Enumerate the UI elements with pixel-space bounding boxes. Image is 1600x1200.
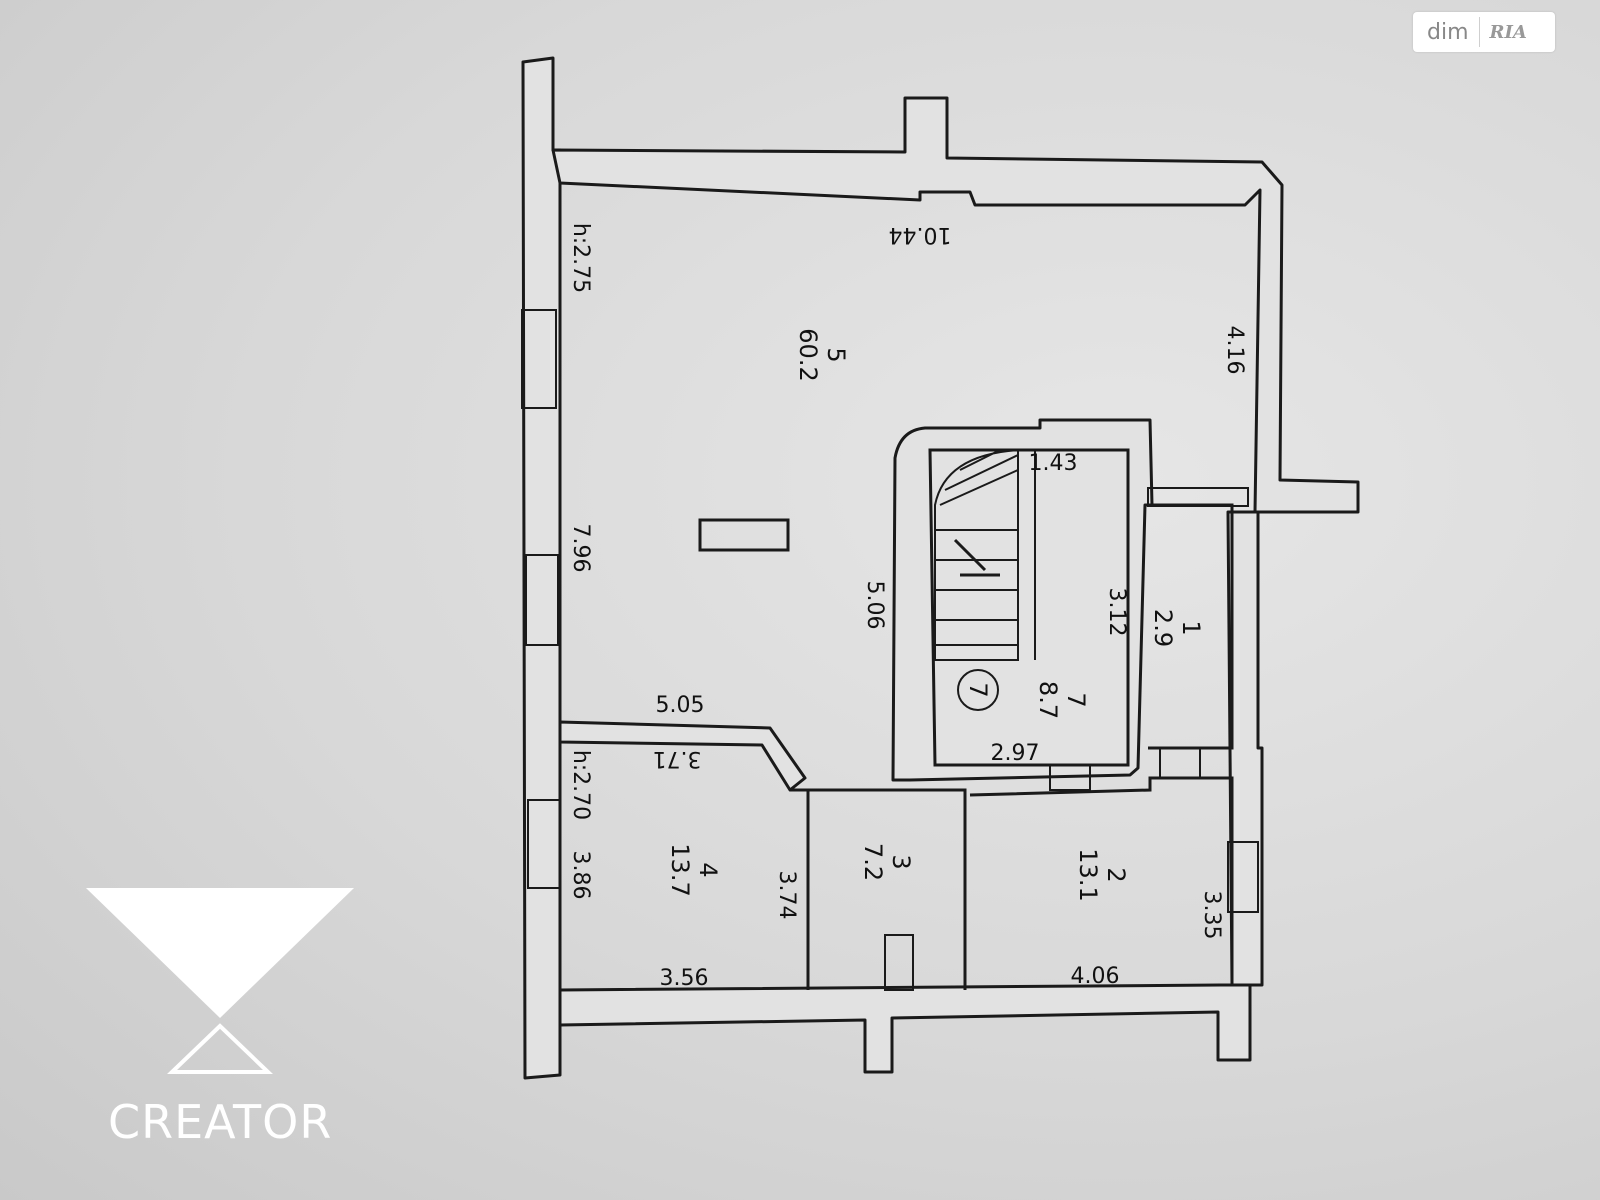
svg-text:60.2: 60.2 xyxy=(794,328,822,381)
window-left-3 xyxy=(527,799,561,889)
svg-text:13.7: 13.7 xyxy=(666,843,694,896)
creator-logo-text: CREATOR xyxy=(108,1095,333,1149)
room-5-label: 5 60.2 xyxy=(794,328,850,381)
dim-r7-right: 3.12 xyxy=(1104,588,1129,637)
dim-r4-bottom: 3.56 xyxy=(660,966,709,991)
wall-bottom xyxy=(558,983,1252,1074)
svg-text:1: 1 xyxy=(1177,620,1205,635)
room-4-label: 4 13.7 xyxy=(666,843,722,896)
column xyxy=(698,518,790,552)
svg-text:5: 5 xyxy=(822,347,850,362)
wall-top xyxy=(551,96,1360,514)
watermark-site: dim xyxy=(1427,19,1469,45)
dim-corridor-top: 5.05 xyxy=(656,693,705,718)
svg-text:2.9: 2.9 xyxy=(1149,609,1177,647)
wall-left xyxy=(521,56,562,1080)
dim-r2-right: 3.35 xyxy=(1199,891,1224,940)
divider-3-2 xyxy=(808,788,967,990)
dim-r2-bottom: 4.06 xyxy=(1071,964,1120,989)
dim-height-main: h:2.75 xyxy=(568,223,593,293)
dim-r4-height: h:2.70 xyxy=(568,750,593,820)
dim-r7-bottom: 2.97 xyxy=(991,741,1040,766)
window-left-1 xyxy=(521,309,557,409)
svg-text:2: 2 xyxy=(1102,867,1130,882)
svg-text:7: 7 xyxy=(1062,692,1090,707)
svg-text:13.1: 13.1 xyxy=(1074,848,1102,901)
watermark-divider xyxy=(1478,17,1480,47)
dim-left-main: 7.96 xyxy=(568,524,593,573)
svg-text:7.2: 7.2 xyxy=(859,843,887,881)
svg-text:8.7: 8.7 xyxy=(1034,681,1062,719)
dim-r7-top: 1.43 xyxy=(1029,451,1078,476)
dim-r4-right: 3.74 xyxy=(774,871,799,920)
room2-outline xyxy=(969,776,1234,985)
svg-text:4: 4 xyxy=(694,862,722,877)
room-3-label: 3 7.2 xyxy=(859,843,915,881)
stair-circle xyxy=(957,669,999,711)
svg-text:3: 3 xyxy=(887,854,915,869)
dim-r4-top: 3.71 xyxy=(653,746,702,771)
window-left-2 xyxy=(525,554,559,646)
watermark-brand: RIA xyxy=(1489,21,1527,43)
room-2-label: 2 13.1 xyxy=(1074,848,1130,901)
window-right xyxy=(1227,841,1259,913)
room-1-label: 1 2.9 xyxy=(1149,609,1205,647)
dim-right-main: 4.16 xyxy=(1222,326,1247,375)
creator-logo-small-triangle xyxy=(167,1023,273,1074)
dim-stair-wall: 5.06 xyxy=(862,581,887,630)
stair-circle-mark: 7 xyxy=(964,682,992,697)
dim-ria-watermark: dim RIA xyxy=(1413,12,1555,52)
room-7-label: 7 8.7 xyxy=(1034,681,1090,719)
dim-r4-left: 3.86 xyxy=(568,851,593,900)
creator-logo-triangle xyxy=(86,888,354,1018)
dim-top-wall: 10.44 xyxy=(889,222,952,247)
